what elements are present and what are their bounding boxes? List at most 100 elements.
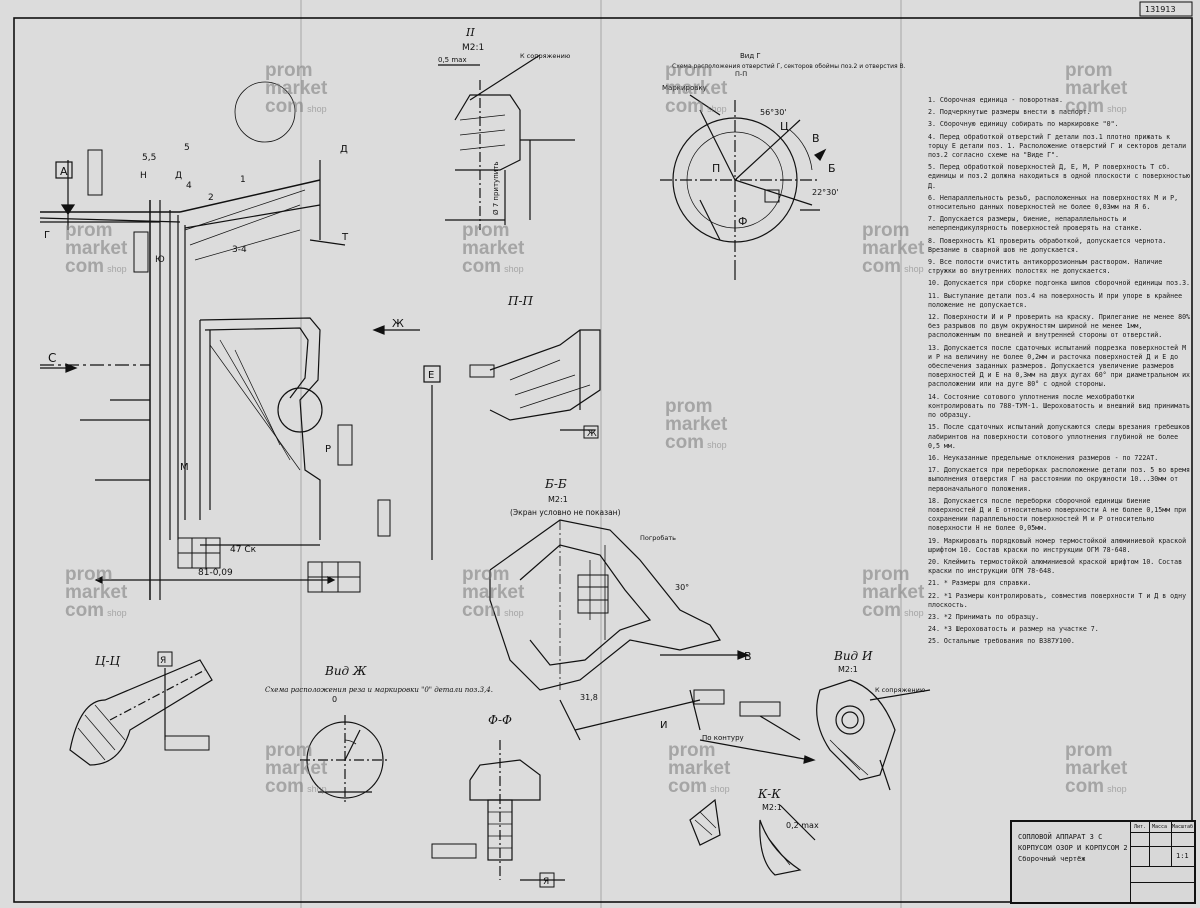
note-item: 18. Допускается после переборки сборочно… [928, 496, 1187, 533]
note-item: 23. *2 Принимать по образцу. [928, 612, 1040, 621]
surface-yu-label: Ю [155, 255, 165, 265]
section-bb-label-i: И [660, 720, 667, 731]
note-item: 12. Поверхности И и Р проверить на краск… [928, 313, 1191, 340]
detail-ii-title: II [465, 26, 475, 39]
view-i-title: Вид И [833, 649, 873, 663]
title-block-scale-head: Масштаб [1172, 824, 1194, 830]
view-g-angle: 22°30' [812, 188, 839, 197]
section-ff-view [431, 740, 565, 888]
fold-line [900, 0, 902, 908]
view-g-label-b: Б [828, 162, 836, 175]
detail-ii-dim-05: 0,5 max [438, 56, 467, 64]
view-g-label-p: П [712, 162, 720, 175]
title-block-mass: Масса [1152, 824, 1168, 830]
title-block-scale: 1:1 [1176, 852, 1189, 860]
view-i-view [739, 679, 931, 791]
view-zh-mark-0: 0 [332, 695, 337, 704]
note-item: 15. После сдаточных испытаний допускаютс… [928, 423, 1191, 450]
detail-ii-dim-7: Ø 7 притупить [492, 161, 500, 215]
pos-3-4-label: 3-4 [232, 245, 247, 255]
pos-4-label: 4 [186, 181, 192, 191]
title-block: СОПЛОВОЙ АППАРАТ 3 С КОРПУСОМ ОЗОР И КОР… [1010, 820, 1196, 904]
pos-2-label: 2 [208, 193, 214, 203]
view-g-label-ts: Ц [780, 120, 789, 133]
dimension-47: 47 Ск [230, 545, 257, 555]
dimension-55: 5,5 [142, 153, 156, 163]
view-g-cut: П-П [735, 70, 747, 78]
section-tsts-label-ya: Я [160, 656, 166, 666]
view-g-circle [660, 94, 827, 280]
note-item: 4. Перед обработкой отверстий Г детали п… [928, 132, 1187, 160]
section-pp-title: П-П [507, 294, 534, 308]
datum-g-label: Г [44, 230, 50, 241]
section-bb-view [489, 519, 750, 741]
section-bb-pogr: Погробать [640, 534, 676, 542]
view-zh-title: Вид Ж [324, 664, 367, 678]
note-item: 16. Неуказанные предельные отклонения ра… [928, 453, 1159, 462]
section-ff-label-ya: Я [543, 877, 549, 887]
datum-e-label: Е [428, 370, 434, 381]
section-kk-contour: По контуру [702, 734, 744, 742]
technical-requirements-list: 1. Сборочная единица - поворотная. 2. Под… [928, 96, 1190, 650]
section-pp-view [469, 329, 601, 439]
section-kk-dim: 0,2 max [786, 821, 819, 830]
section-bb-angle: 30° [675, 583, 689, 592]
note-item: 11. Выступание детали поз.4 на поверхнос… [928, 291, 1183, 309]
note-item: 7. Допускается размеры, биение, непаралл… [928, 215, 1143, 233]
title-block-title: СОПЛОВОЙ АППАРАТ 3 С КОРПУСОМ ОЗОР И КОР… [1018, 833, 1128, 863]
section-tsts-title: Ц-Ц [95, 654, 121, 668]
section-pp-label-zh: Ж [587, 429, 597, 439]
view-g-title: Вид Г [740, 52, 761, 60]
fold-line [600, 0, 602, 908]
view-g-angle2: 56°30' [760, 108, 787, 117]
note-item: 20. Клеймить термостойкой алюминиевой кр… [928, 557, 1183, 576]
datum-d-label: Д [340, 144, 348, 155]
section-kk-scale: М2:1 [762, 803, 782, 812]
note-item: 9. Все полости очистить антикоррозионным… [928, 258, 1163, 276]
pos-5-label: 5 [184, 143, 190, 153]
section-bb-note: (Экран условно не показан) [510, 508, 621, 517]
note-item: 8. Поверхность К1 проверить обработкой, … [928, 236, 1167, 254]
surface-d-label: Д [175, 171, 182, 181]
pos-1-label: 1 [240, 175, 246, 185]
main-section-view [39, 81, 441, 600]
view-g-label-v: В [812, 132, 820, 145]
arrow-zh-label: Ж [392, 317, 404, 330]
note-item: 17. Допускается при переборках расположе… [928, 466, 1191, 493]
note-item: 22. *1 Размеры контролировать, совместив… [928, 591, 1187, 609]
view-g-subtitle: Схема расположения отверстий Г, секторов… [672, 63, 906, 70]
section-kk-view [689, 739, 816, 876]
view-g-mark: Маркировку [662, 84, 707, 92]
view-zh-circle [300, 715, 390, 805]
section-bb-title: Б-Б [544, 477, 567, 491]
datum-a-label: A [60, 165, 68, 178]
surface-m-label: М [180, 462, 189, 473]
note-item: 14. Состояние сотового уплотнения после … [928, 392, 1191, 420]
dimension-81: 81-0,09 [198, 568, 233, 578]
detail-ii-scale: М2:1 [462, 43, 484, 53]
note-item: 24. *3 Шероховатость и размер на участке… [928, 625, 1099, 634]
note-item: 19. Маркировать порядковый номер термост… [928, 536, 1187, 554]
note-item: 2. Подчеркнутые размеры внести в паспорт… [928, 108, 1091, 117]
section-tsts-view [69, 651, 213, 766]
note-item: 3. Сборочную единицу собирать по маркиро… [928, 120, 1119, 129]
arrow-c-label: С [48, 351, 56, 365]
note-item: 21. * Размеры для справки. [928, 579, 1032, 588]
note-item: 10. Допускается при сборке подгонка шипо… [928, 279, 1191, 288]
section-ff-title: Ф-Ф [488, 713, 512, 727]
note-item: 1. Сборочная единица - поворотная. [928, 96, 1063, 104]
note-item: 25. Остальные требования по ВЗ87У100. [928, 637, 1075, 646]
section-kk-title: К-К [757, 787, 781, 801]
title-block-lit: Лит. [1134, 824, 1147, 830]
